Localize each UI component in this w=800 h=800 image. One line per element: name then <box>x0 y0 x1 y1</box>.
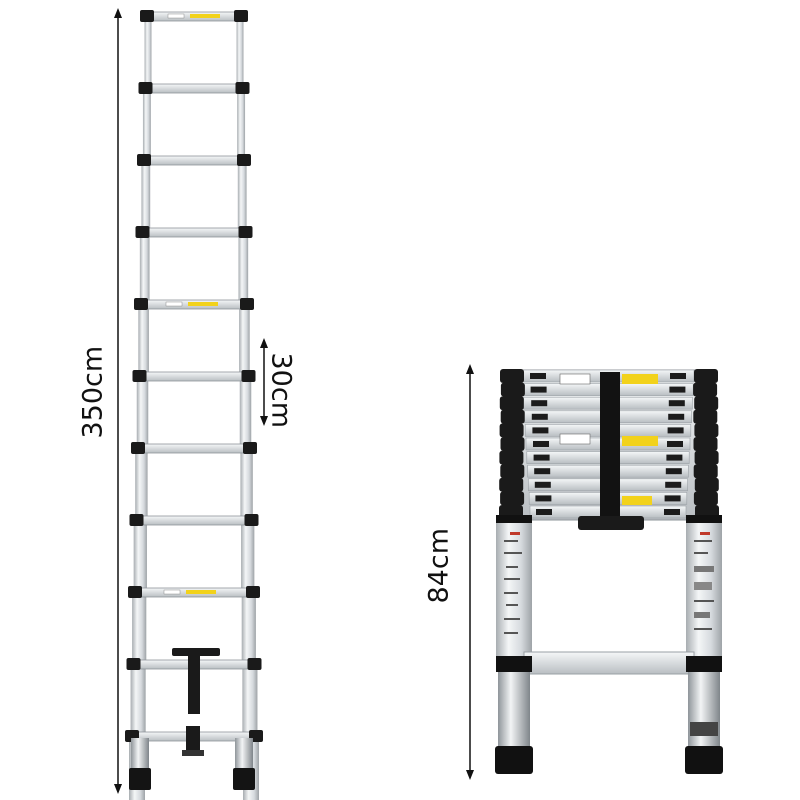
rail-segment-left <box>141 158 151 230</box>
rail-segment-right <box>242 662 258 734</box>
ladder-rung <box>129 514 259 526</box>
section-end-cap-left <box>499 477 524 492</box>
ladder-rung <box>134 298 254 310</box>
rail-segment-left <box>135 446 148 518</box>
rail-segment-left <box>144 14 152 86</box>
ladder-rung <box>131 442 257 454</box>
section-end-cap-left <box>500 464 525 479</box>
section-end-cap-left <box>500 437 525 451</box>
ladder-rung <box>132 370 256 382</box>
rail-segment-left <box>139 230 150 302</box>
section-end-cap-left <box>499 450 524 465</box>
section-end-cap-left <box>500 491 525 506</box>
ladder-rung <box>140 10 248 22</box>
ladder-rung <box>128 586 260 598</box>
rail-segment-left <box>142 86 151 158</box>
total-height-label: 350cm <box>77 345 109 439</box>
section-end-cap-left <box>500 382 525 397</box>
section-end-cap-left <box>500 409 525 424</box>
ladder-feet <box>129 738 255 790</box>
rail-segment-right <box>240 446 253 518</box>
section-end-cap-right <box>694 369 718 383</box>
rail-segment-left <box>136 374 149 446</box>
rail-segment-right <box>236 14 244 86</box>
folded-rails <box>496 515 722 660</box>
ladder-strap <box>172 648 220 756</box>
rail-segment-right <box>239 302 250 374</box>
ladder-rung <box>138 82 250 94</box>
section-end-cap-right <box>694 450 719 465</box>
section-end-cap-left <box>499 396 524 411</box>
section-end-cap-right <box>693 437 718 451</box>
rail-segment-left <box>130 662 146 734</box>
section-end-cap-right <box>694 396 719 411</box>
ladder-rung <box>135 226 253 238</box>
folded-height-dimension <box>466 364 474 780</box>
section-end-cap-right <box>694 423 719 438</box>
folded-height-label: 84cm <box>423 527 455 604</box>
rail-segment-left <box>132 590 147 662</box>
section-end-cap-right <box>693 464 718 479</box>
rail-segment-left <box>133 518 147 590</box>
ladder-rung <box>137 154 251 166</box>
extended-ladder <box>125 10 263 800</box>
folded-feet <box>495 672 723 774</box>
step-spacing-dimension <box>260 338 268 426</box>
rail-segment-right <box>238 230 249 302</box>
warning-labels <box>559 373 658 505</box>
section-end-cap-left <box>500 369 524 383</box>
rail-segment-left <box>138 302 149 374</box>
section-end-cap-left <box>499 423 524 438</box>
rail-segment-right <box>237 86 246 158</box>
section-end-cap-right <box>693 409 718 424</box>
rail-segment-right <box>241 518 255 590</box>
step-spacing-label: 30cm <box>265 352 297 429</box>
rail-segment-right <box>237 158 247 230</box>
folded-stack <box>499 369 719 530</box>
rail-segment-right <box>239 374 252 446</box>
section-end-cap-right <box>694 477 719 492</box>
section-end-cap-right <box>693 382 718 397</box>
folded-bottom-rung <box>496 651 722 675</box>
rail-segment-right <box>241 590 256 662</box>
total-height-dimension <box>114 8 122 794</box>
section-end-cap-right <box>693 491 718 506</box>
folded-ladder <box>495 369 723 774</box>
